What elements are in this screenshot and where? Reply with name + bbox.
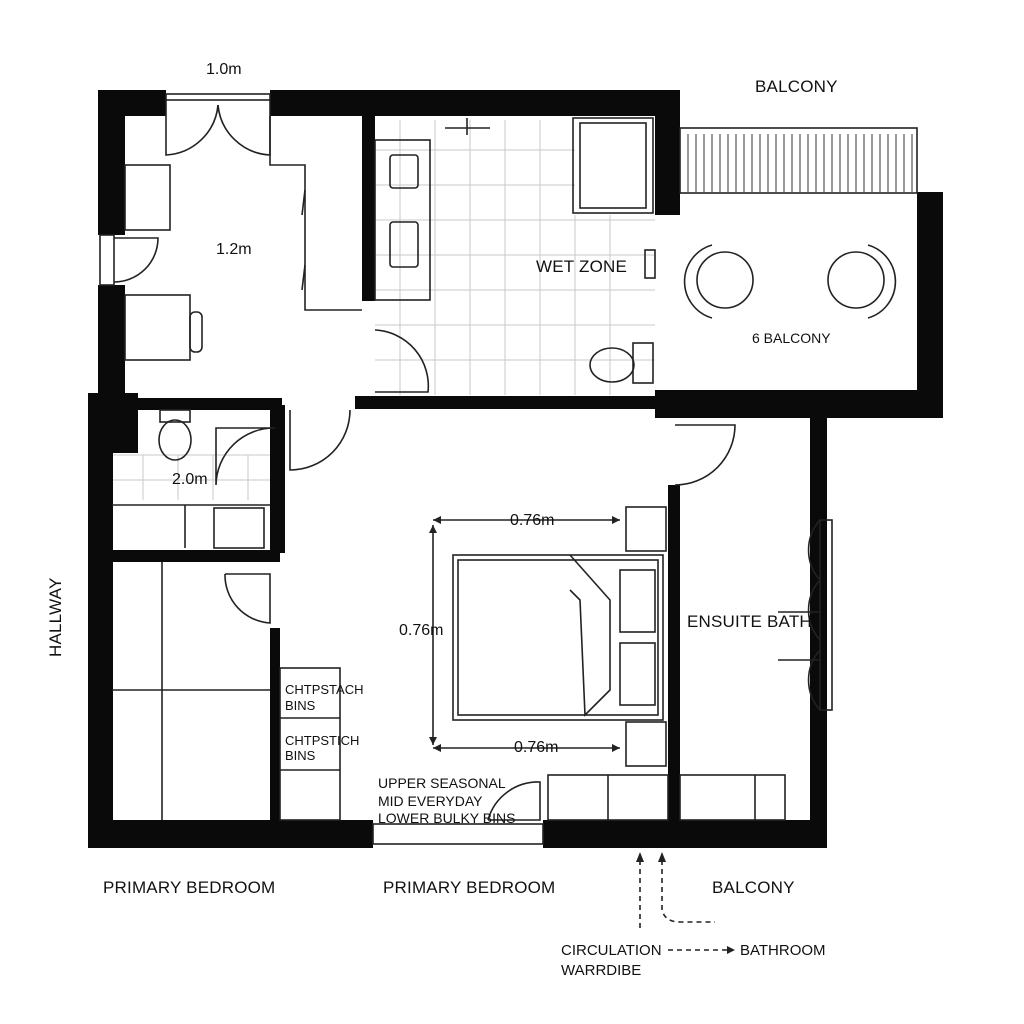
shelf-label-lower: LOWER BULKY BINS [378, 810, 516, 826]
walls [88, 90, 943, 848]
wet-zone-tiles [375, 120, 655, 395]
dimension-bed-bottom: 0.76m [514, 739, 559, 756]
legend-wardrobe: WARRDIBE [561, 962, 642, 979]
room-label-balcony-seating: 6 BALCONY [752, 330, 831, 346]
room-label-primary-bedroom-center: PRIMARY BEDROOM [383, 878, 556, 897]
dimension-bed-side: 0.76m [399, 622, 444, 639]
bin-label-1-line1: CHTPSTACH [285, 682, 364, 697]
room-label-wet-zone: WET ZONE [536, 257, 628, 276]
room-label-primary-bedroom-left: PRIMARY BEDROOM [103, 878, 276, 897]
fixtures [99, 93, 918, 951]
room-label-balcony-top: BALCONY [755, 77, 838, 96]
room-label-ensuite-bath: ENSUITE BATH [687, 612, 812, 631]
powder-room-tiles [112, 454, 275, 500]
bin-label-2-line2: BINS [285, 748, 316, 763]
dimension-bed-top: 0.76m [510, 512, 555, 529]
dimension-powder-room: 2.0m [172, 471, 208, 488]
legend-circulation: CIRCULATION [561, 942, 662, 959]
room-label-balcony-bottom: BALCONY [712, 878, 795, 897]
room-label-hallway: HALLWAY [46, 577, 65, 658]
dimension-top-width: 1.0m [206, 61, 242, 78]
arrow-heads [429, 516, 735, 954]
shelf-label-mid: MID EVERYDAY [378, 793, 483, 809]
legend-bathroom: BATHROOM [740, 942, 826, 959]
bin-label-1-line2: BINS [285, 698, 316, 713]
shelf-label-upper: UPPER SEASONAL [378, 775, 506, 791]
dimension-entry-room: 1.2m [216, 241, 252, 258]
bin-label-2-line1: CHTPSTICH [285, 733, 360, 748]
